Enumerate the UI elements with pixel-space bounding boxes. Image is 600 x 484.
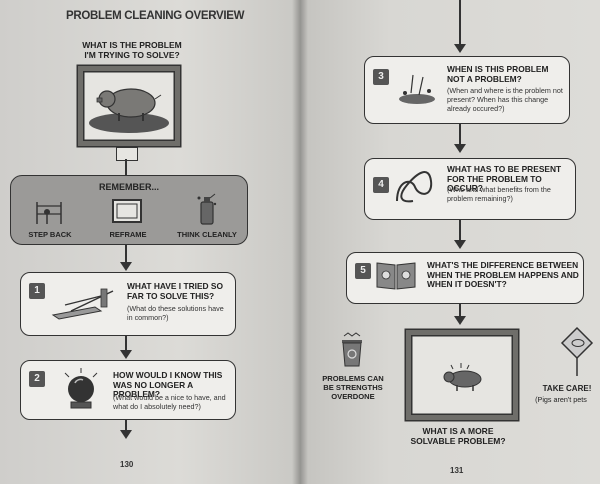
connector-line [459, 304, 461, 318]
recycle-bin-icon [342, 332, 362, 367]
remember-item-reframe: REFRAME [109, 230, 147, 239]
top-question: WHAT IS THE PROBLEM I'M TRYING TO SOLVE? [82, 40, 182, 60]
step-1-detail: (What do these solutions have in common?… [127, 304, 224, 322]
arrow-down-icon [454, 316, 466, 325]
remember-item-step-back: STEP BACK [28, 230, 72, 239]
crystal-ball-icon [64, 368, 98, 409]
connector-line [125, 245, 127, 263]
page-number-right: 131 [450, 466, 464, 475]
step-number-badge: 1 [29, 283, 45, 299]
tv-frame [406, 330, 518, 420]
step-4-question: WHAT HAS TO BE PRESENT FOR THE PROBLEM T… [447, 164, 562, 194]
pig-sleeping-icon [399, 74, 435, 104]
page-number-left: 130 [120, 460, 134, 469]
arrow-down-icon [454, 240, 466, 249]
remember-item-think-cleanly: THINK CLEANLY [177, 230, 237, 239]
left-page: PROBLEM CLEANING OVERVIEW WHAT IS THE PR… [0, 0, 300, 484]
step-number-badge: 4 [373, 177, 389, 193]
remember-heading: REMEMBER... [98, 182, 159, 192]
open-book-icon [376, 262, 416, 290]
step-1-box: 1 WHAT HAVE I TRIED SO FAR TO SOLVE THIS… [20, 272, 236, 336]
tv-stand [116, 147, 138, 161]
side-caption-take-care: TAKE CARE! [542, 384, 592, 393]
remember-panel: REMEMBER... STEP BACK REFRAME THINK CLEA… [10, 175, 248, 245]
step-number-badge: 2 [29, 371, 45, 387]
page-title: PROBLEM CLEANING OVERVIEW [66, 10, 245, 22]
step-1-question: WHAT HAVE I TRIED SO FAR TO SOLVE THIS? [127, 281, 223, 301]
pig-illustration [443, 363, 482, 391]
book-gutter [292, 0, 308, 484]
connector-line [459, 124, 461, 146]
step-3-detail: (When and where is the problem not prese… [447, 86, 563, 113]
step-5-question: WHAT'S THE DIFFERENCE BETWEEN WHEN THE P… [427, 260, 579, 290]
connector-line [459, 0, 461, 46]
step-3-box: 3 WHEN IS THIS PROBLEM NOT A PROBLEM? (W… [364, 56, 570, 124]
step-2-detail: (What would be a nice to have, and what … [113, 393, 226, 411]
think-cleanly-icon [197, 193, 217, 225]
arrow-down-icon [454, 144, 466, 153]
step-back-icon [36, 202, 62, 224]
connector-line [125, 420, 127, 432]
step-3-question: WHEN IS THIS PROBLEM NOT A PROBLEM? [447, 64, 549, 84]
step-4-box: 4 WHAT HAS TO BE PRESENT FOR THE PROBLEM… [364, 158, 576, 220]
step-number-badge: 3 [373, 69, 389, 85]
connector-line [459, 220, 461, 242]
step-2-question: HOW WOULD I KNOW THIS WAS NO LONGER A PR… [113, 370, 223, 400]
brooms-illustration [51, 288, 114, 320]
step-2-box: 2 HOW WOULD I KNOW THIS WAS NO LONGER A … [20, 360, 236, 420]
connector-line [125, 336, 127, 352]
right-page: 3 WHEN IS THIS PROBLEM NOT A PROBLEM? (W… [300, 0, 600, 484]
arrow-down-icon [120, 350, 132, 359]
bottom-question: WHAT IS A MORE SOLVABLE PROBLEM? [410, 426, 506, 446]
connector-line [125, 159, 127, 175]
step-4-detail: (Who and what benefits from the problem … [447, 185, 551, 203]
step-5-box: 5 WHAT'S THE DIFFERENCE BETWEEN WHEN THE… [346, 252, 584, 304]
step-number-badge: 5 [355, 263, 371, 279]
pig-in-mud-illustration [89, 88, 169, 133]
tv-frame [78, 66, 180, 146]
arrow-down-icon [120, 262, 132, 271]
pig-warning-sign-icon [560, 326, 594, 376]
reframe-icon [112, 199, 142, 223]
arrow-down-icon [120, 430, 132, 439]
arrow-down-icon [454, 44, 466, 53]
hose-loop-icon [396, 171, 433, 203]
side-note-pigs: (Pigs aren't pets [535, 395, 587, 404]
side-caption-strengths: PROBLEMS CAN BE STRENGTHS OVERDONE [322, 374, 384, 401]
